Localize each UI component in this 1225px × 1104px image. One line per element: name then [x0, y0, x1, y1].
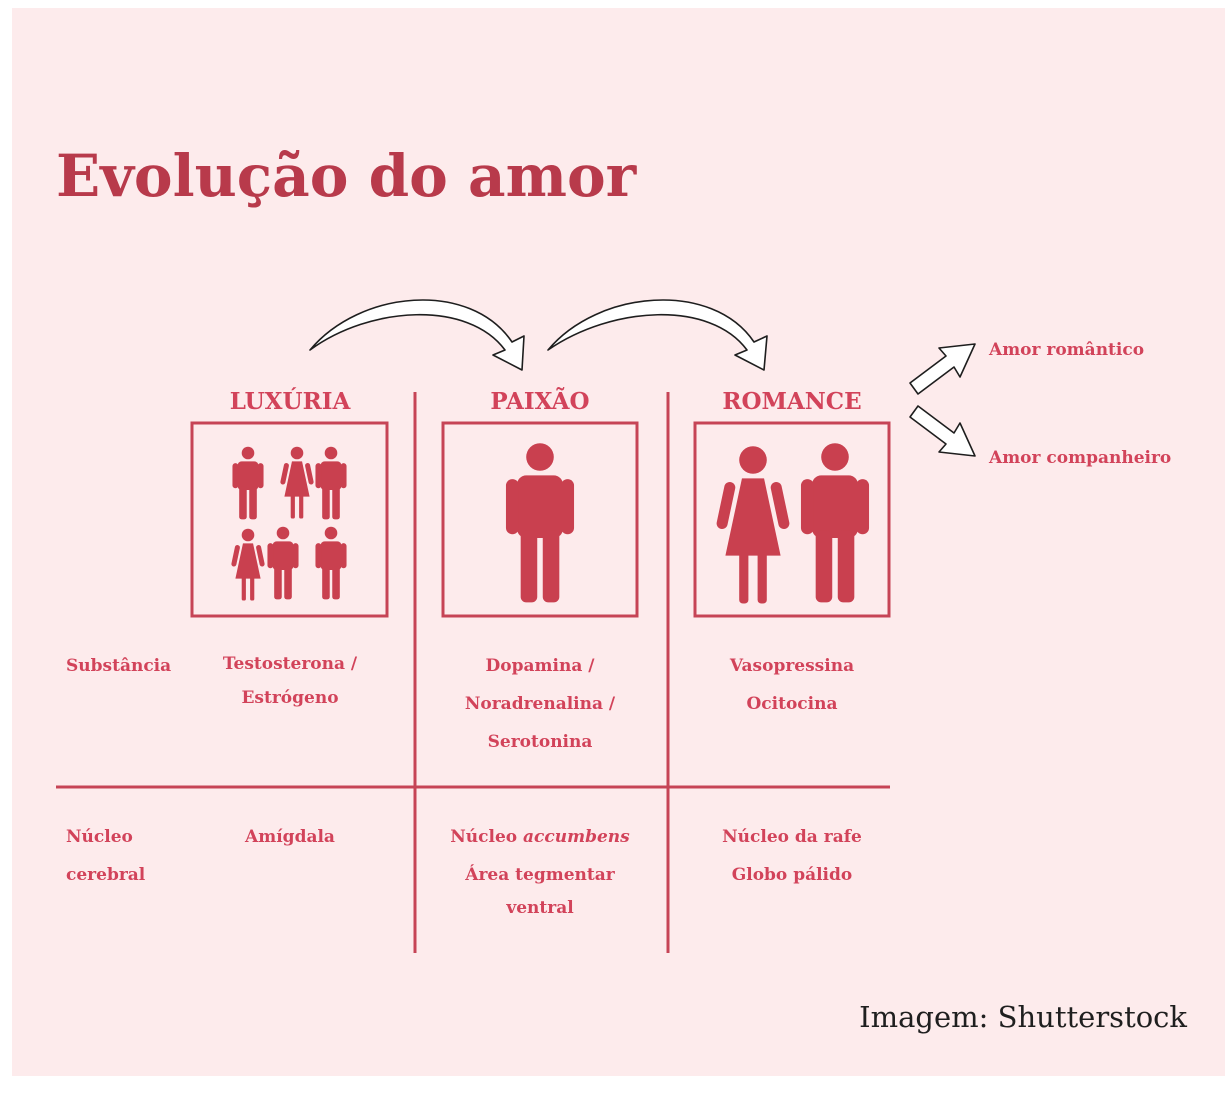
luxuria-box — [190, 421, 389, 618]
substance-romance: Vasopressina Ocitocina — [677, 647, 907, 723]
brain-paixao-line2: Área tegmentar — [465, 865, 615, 885]
brain-luxuria: Amígdala — [245, 827, 335, 847]
person-icon — [505, 443, 575, 603]
substance-luxuria-line1: Testosterona / — [222, 654, 358, 674]
brain-romance-line2: Globo pálido — [731, 865, 853, 885]
row-label-brain-line2: cerebral — [66, 865, 146, 885]
substance-luxuria-line2: Estrógeno — [241, 688, 339, 708]
outcome-amor-romantico: Amor romântico — [989, 340, 1145, 360]
group-of-people-icon — [230, 446, 347, 601]
heading-paixao: PAIXÃO — [490, 388, 590, 415]
brain-paixao: Núcleo accumbens Área tegmentar ventral — [425, 818, 655, 922]
substance-romance-line1: Vasopressina — [729, 656, 855, 676]
brain-paixao-prefix: Núcleo — [450, 827, 524, 847]
substance-paixao-line1: Dopamina / — [485, 656, 595, 676]
brain-paixao-line3: ventral — [506, 898, 574, 918]
substance-paixao-line3: Serotonina — [487, 732, 593, 752]
row-label-substance: Substância — [66, 656, 172, 676]
substance-romance-line2: Ocitocina — [746, 694, 838, 714]
heading-luxuria: LUXÚRIA — [229, 388, 351, 415]
brain-romance: Núcleo da rafe Globo pálido — [677, 818, 907, 894]
paixao-box — [441, 421, 639, 618]
romance-box — [693, 421, 891, 618]
brain-romance-line1: Núcleo da rafe — [722, 827, 862, 847]
curved-arrow-icon — [309, 299, 768, 371]
outcome-amor-companheiro: Amor companheiro — [989, 448, 1172, 468]
substance-luxuria: Testosterona / Estrógeno — [175, 647, 405, 715]
background-panel — [12, 8, 1225, 1076]
brain-paixao-line1: Núcleo accumbens — [425, 818, 655, 856]
row-label-brain-line1: Núcleo — [66, 827, 133, 847]
brain-paixao-italic: accumbens — [523, 827, 630, 847]
image-credit: Imagem: Shutterstock — [859, 1000, 1187, 1034]
couple-icon — [715, 443, 870, 604]
outcome-arrow-icon — [909, 343, 976, 457]
substance-paixao: Dopamina / Noradrenalina / Serotonina — [425, 647, 655, 761]
page-title: Evolução do amor — [56, 142, 637, 210]
substance-paixao-line2: Noradrenalina / — [464, 694, 616, 714]
heading-romance: ROMANCE — [722, 388, 862, 415]
